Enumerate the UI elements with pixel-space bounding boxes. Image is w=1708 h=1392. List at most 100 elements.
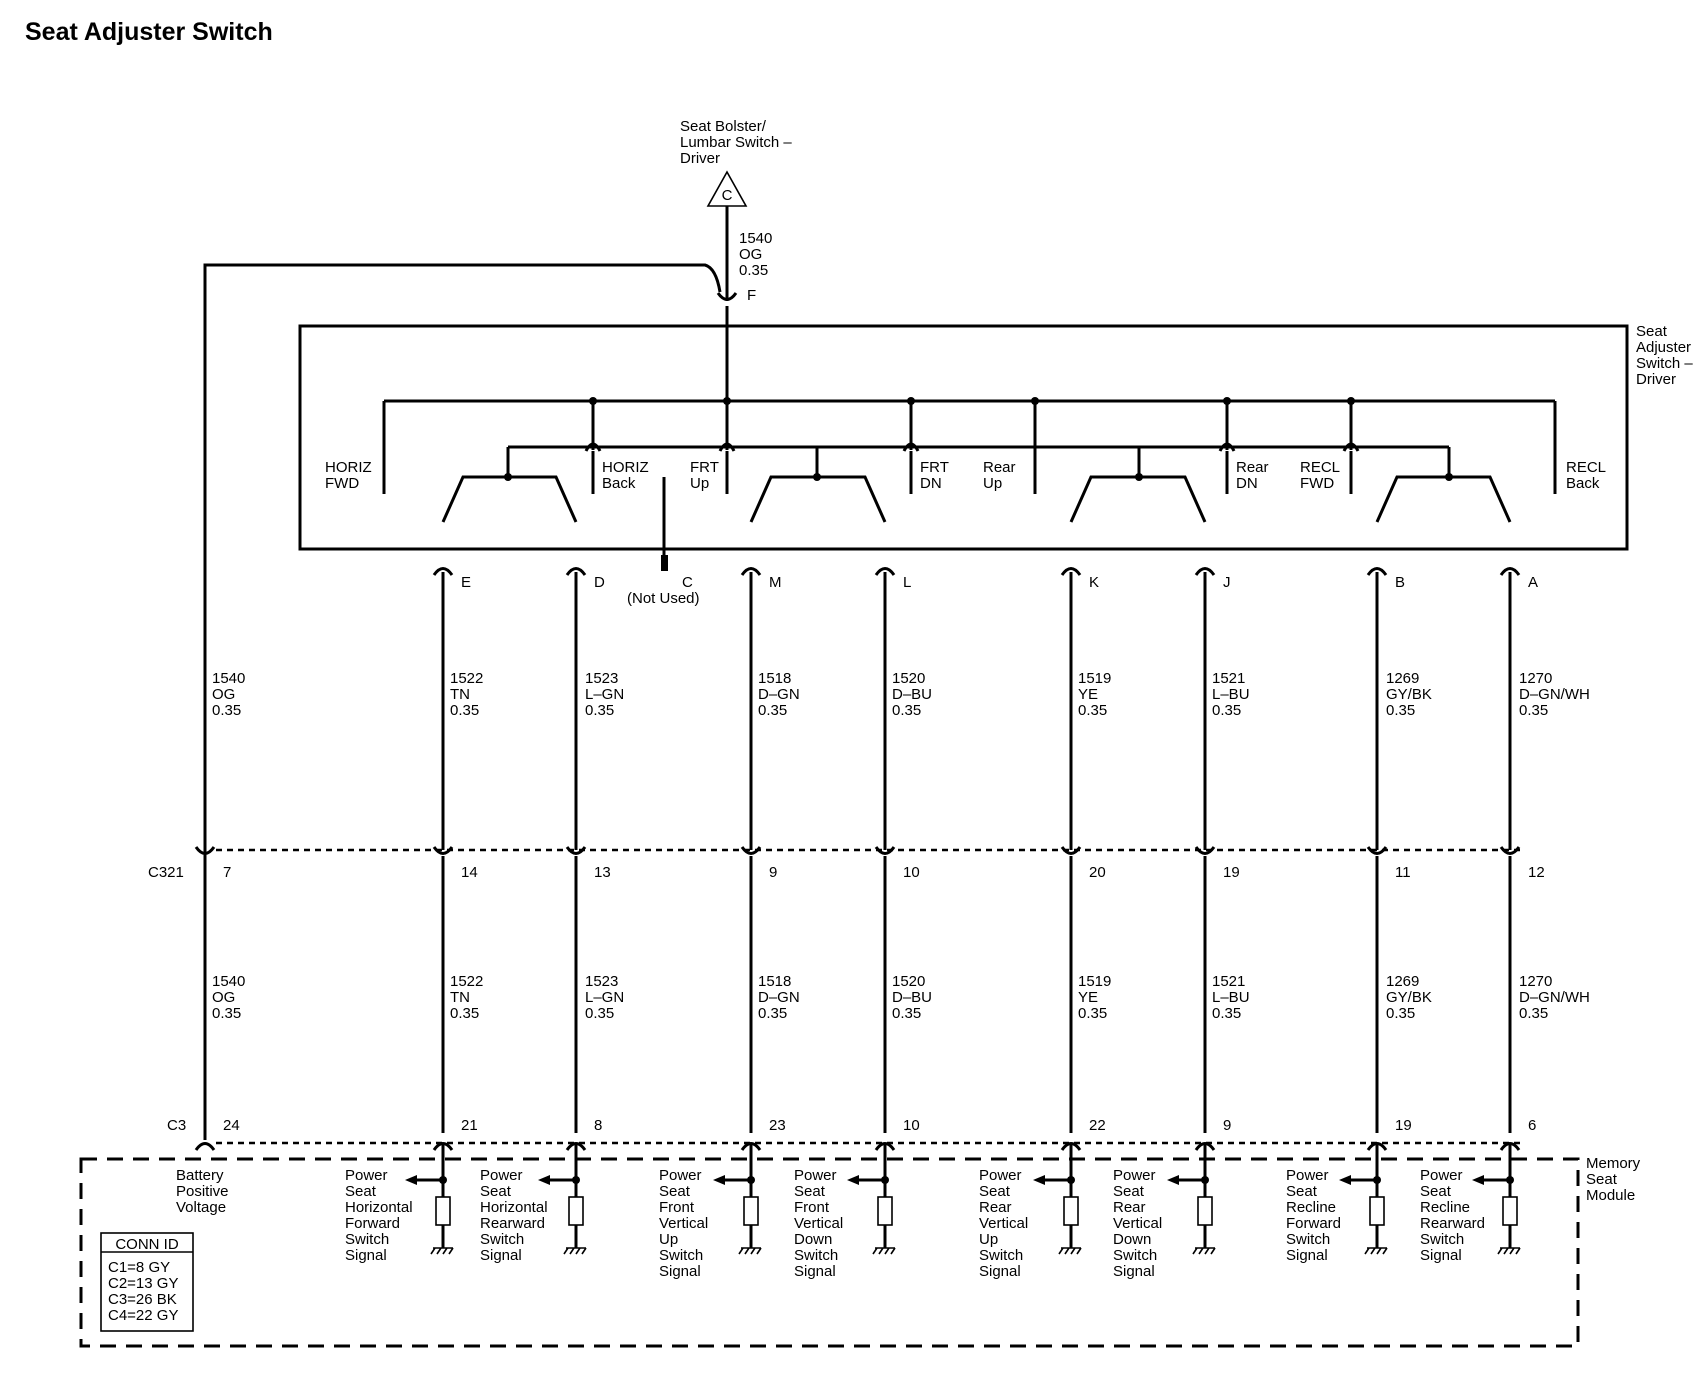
signal-label-line: Switch <box>1113 1247 1157 1264</box>
ground-icon <box>1192 1247 1216 1255</box>
switch-label-line: Adjuster <box>1636 339 1691 356</box>
c3-pin-label: 8 <box>594 1117 602 1134</box>
signal-label-line: Down <box>794 1231 832 1248</box>
switch-position-label-line: Up <box>690 475 709 492</box>
c321-pin-connector <box>1194 846 1216 855</box>
switch-pin-label: A <box>1528 574 1538 591</box>
signal-label-line: Power <box>1420 1167 1463 1184</box>
c321-label: C321 <box>148 864 184 881</box>
signal-label-line: Switch <box>1286 1231 1330 1248</box>
switch-position-label-line: DN <box>1236 475 1258 492</box>
c3-pin-label: 23 <box>769 1117 786 1134</box>
memory-seat-module-box <box>79 1157 1580 1348</box>
wire-label-lower-line: 0.35 <box>758 1005 787 1022</box>
wire-label-upper-line: 1519 <box>1078 670 1111 687</box>
switch-pin-connector <box>1060 567 1082 576</box>
wire-label-lower-line: 1520 <box>892 973 925 990</box>
switch-pin-connector <box>432 567 454 576</box>
c321-pin-connector <box>1499 846 1521 855</box>
signal-label-line: Switch <box>480 1231 524 1248</box>
wire-label-lower-line: D–GN/WH <box>1519 989 1590 1006</box>
c321-pin-connector <box>740 846 762 855</box>
bolster-wire-label-line: OG <box>739 246 762 263</box>
signal-arrow-icon <box>1167 1175 1179 1185</box>
signal-label-line: Signal <box>480 1247 522 1264</box>
signal-label-line: Signal <box>1286 1247 1328 1264</box>
bolster-wire-label-line: 0.35 <box>739 262 768 279</box>
pulldown-resistor <box>435 1196 451 1226</box>
diagram-static <box>79 170 1629 1348</box>
wire-label-lower-line: L–BU <box>1212 989 1250 1006</box>
battery-positive-label-line: Positive <box>176 1183 229 1200</box>
signal-label-line: Power <box>480 1167 523 1184</box>
signal-label-line: Up <box>659 1231 678 1248</box>
c3-pin-connector <box>740 1142 762 1151</box>
wire-label-upper-line: 0.35 <box>1519 702 1548 719</box>
signal-label-line: Power <box>979 1167 1022 1184</box>
pulldown-resistor <box>568 1196 584 1226</box>
wire-label-lower-line: 0.35 <box>585 1005 614 1022</box>
signal-label-line: Front <box>659 1199 695 1216</box>
switch-pin-connector <box>1499 567 1521 576</box>
c3-pin-label: 6 <box>1528 1117 1536 1134</box>
switch-label-line: Switch – <box>1636 355 1693 372</box>
signal-label-line: Rearward <box>1420 1215 1485 1232</box>
wire-label-lower-line: D–GN <box>758 989 800 1006</box>
c3-pin-label: 19 <box>1395 1117 1412 1134</box>
c321-pin-label: 14 <box>461 864 478 881</box>
switch-position-label-line: HORIZ <box>325 459 372 476</box>
signal-label-line: Power <box>1286 1167 1329 1184</box>
wire-label-upper-line: 0.35 <box>585 702 614 719</box>
pin-f-label: F <box>747 287 756 304</box>
switch-blade <box>441 475 578 523</box>
wire-label-upper-line: D–GN <box>758 686 800 703</box>
signal-label-line: Seat <box>1286 1183 1318 1200</box>
wire-label-upper-line: 1270 <box>1519 670 1552 687</box>
signal-arrow-icon <box>1472 1175 1484 1185</box>
signal-label-line: Switch <box>794 1247 838 1264</box>
signal-label-line: Signal <box>345 1247 387 1264</box>
wire-label-lower-line: 0.35 <box>450 1005 479 1022</box>
switch-blade <box>1375 475 1512 523</box>
c321-pin-label: 12 <box>1528 864 1545 881</box>
signal-label-line: Signal <box>659 1263 701 1280</box>
switch-pin-label: B <box>1395 574 1405 591</box>
c321-pin-label: 11 <box>1395 864 1411 881</box>
wire-label-upper-line: GY/BK <box>1386 686 1432 703</box>
switch-box <box>298 324 1629 551</box>
signal-label-line: Seat <box>1420 1183 1452 1200</box>
signal-label-line: Forward <box>345 1215 400 1232</box>
wire-label-lower-line: 0.35 <box>1386 1005 1415 1022</box>
signal-label-line: Vertical <box>979 1215 1028 1232</box>
battery-wire-label-upper-line: OG <box>212 686 235 703</box>
wire-label-upper-line: 1522 <box>450 670 483 687</box>
ground-icon <box>430 1247 454 1255</box>
switch-pin-label: K <box>1089 574 1099 591</box>
wire-label-upper-line: 1523 <box>585 670 618 687</box>
conn-id-row-line: C3=26 BK <box>108 1291 177 1308</box>
c321-pin-label: 20 <box>1089 864 1106 881</box>
signal-label-line: Signal <box>1420 1247 1462 1264</box>
c3-pin-connector <box>1366 1142 1388 1151</box>
signal-label-line: Horizontal <box>480 1199 548 1216</box>
page-title: Seat Adjuster Switch <box>25 18 273 46</box>
bolster-ref: C <box>722 187 733 204</box>
signal-label-line: Switch <box>979 1247 1023 1264</box>
battery-wire-label-upper-line: 1540 <box>212 670 245 687</box>
bolster-label-line: Seat Bolster/ <box>680 118 767 135</box>
wire-label-upper-line: D–GN/WH <box>1519 686 1590 703</box>
c3-pin-label: 22 <box>1089 1117 1106 1134</box>
switch-pin-label: J <box>1223 574 1231 591</box>
bus-crossover <box>584 442 602 452</box>
signal-label-line: Seat <box>345 1183 377 1200</box>
signal-label-line: Power <box>1113 1167 1156 1184</box>
c3-pin-connector <box>1194 1142 1216 1151</box>
c3-pin-connector <box>565 1142 587 1151</box>
switch-pin-label: E <box>461 574 471 591</box>
wire-label-lower-line: L–GN <box>585 989 624 1006</box>
conn-id-row-line: C2=13 GY <box>108 1275 178 1292</box>
pulldown-resistor <box>1197 1196 1213 1226</box>
bus-crossover <box>1218 442 1236 452</box>
bolster-label-line: Lumbar Switch – <box>680 134 792 151</box>
c321-pin-label: 13 <box>594 864 611 881</box>
